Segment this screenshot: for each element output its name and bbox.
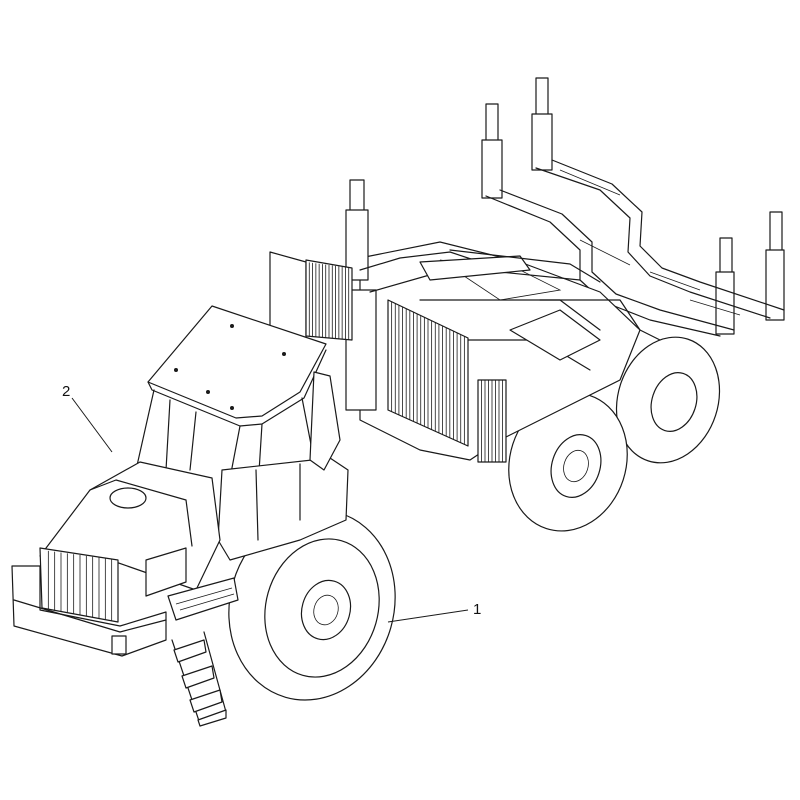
side-grille-left (270, 252, 352, 340)
callout-1: 1 (388, 601, 481, 622)
step-platform (168, 578, 238, 620)
crane-column (346, 180, 600, 410)
front-grille (40, 548, 186, 622)
callout-label-2: 2 (62, 383, 70, 400)
access-ladder (172, 632, 226, 726)
callout-label-1: 1 (473, 601, 481, 618)
front-bumper (12, 566, 166, 656)
load-bunk-rear (482, 78, 784, 336)
cooler-grille (388, 300, 506, 462)
cab (136, 306, 348, 560)
fastener-dots (174, 324, 286, 410)
callout-2: 2 (62, 383, 112, 452)
rear-wheel-far (601, 324, 736, 477)
